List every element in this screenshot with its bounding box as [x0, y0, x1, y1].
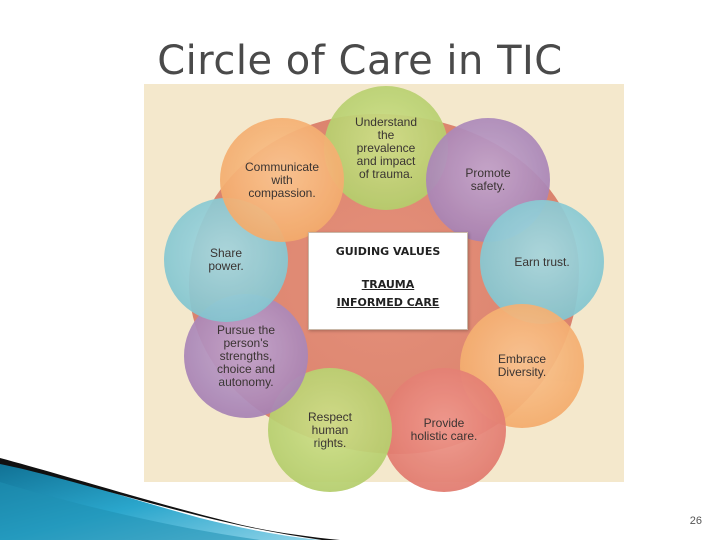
guiding-values-heading: GUIDING VALUES	[335, 245, 441, 258]
circle-holistic-care: Provide holistic care.	[382, 368, 506, 492]
informed-care-label: INFORMED CARE	[336, 296, 440, 309]
guiding-values-box: GUIDING VALUES TRAUMA INFORMED CARE	[308, 232, 468, 330]
circle-communicate-compassion: Communicate with compassion.	[220, 118, 344, 242]
page-number: 26	[689, 515, 702, 527]
circle-of-care-diagram: Understand the prevalence and impact of …	[144, 84, 624, 492]
circle-earn-trust: Earn trust.	[480, 200, 604, 324]
slide-title: Circle of Care in TIC	[157, 38, 563, 84]
trauma-label: TRAUMA	[361, 278, 415, 291]
circle-understand-trauma: Understand the prevalence and impact of …	[324, 86, 448, 210]
corner-swoosh-decoration	[0, 458, 340, 540]
